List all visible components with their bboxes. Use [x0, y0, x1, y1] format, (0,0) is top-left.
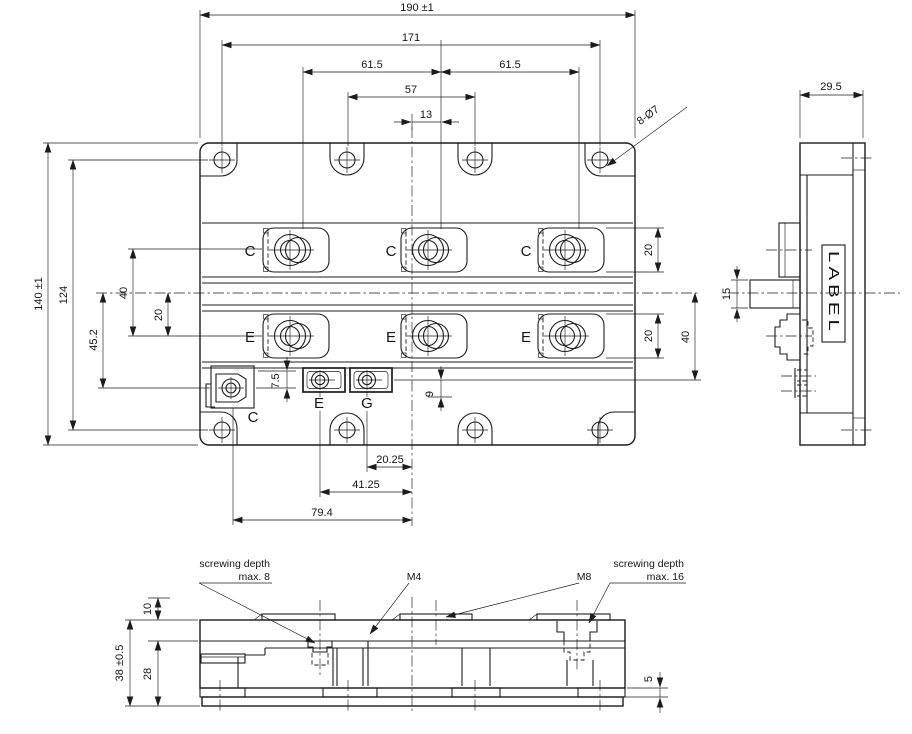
screw-depth-8-note-line2: max. 8 — [238, 571, 270, 583]
front-body — [199, 597, 626, 714]
dim-center-offset: 13 — [420, 109, 432, 121]
module-outline — [199, 142, 636, 446]
dim-terminal-pitch-right: 61.5 — [499, 59, 520, 71]
dim-terminal-clearance: 10 — [142, 603, 154, 615]
dim-hole-span-width: 171 — [402, 32, 420, 44]
dimensions-top: 190 ±1 171 61.5 61.5 57 13 8-Ø7 — [199, 2, 688, 167]
dim-total-width: 190 ±1 — [400, 2, 434, 14]
front-dimensions: 10 38 ±0.5 28 5 — [114, 597, 668, 713]
dim-g-from-center: 20.25 — [376, 454, 404, 466]
emitter-label: E — [245, 329, 255, 346]
hole-boss — [329, 143, 365, 176]
corner-tab-top-left — [200, 143, 238, 177]
extension-lines — [43, 10, 701, 525]
aux-emitter-terminal — [302, 367, 346, 393]
emitter-terminal-pad — [537, 313, 605, 359]
m4-note: M4 — [407, 571, 422, 583]
collector-label: C — [521, 243, 532, 260]
main-terminals: C C C E E E — [245, 227, 605, 359]
aux-gate-label: G — [361, 395, 373, 412]
side-terminals — [749, 222, 816, 398]
emitter-terminal-pad — [400, 313, 468, 359]
emitter-label: E — [386, 329, 396, 346]
dim-depth: 29.5 — [820, 81, 841, 93]
emitter-label: E — [521, 329, 531, 346]
front-callouts: screwing depth max. 8 M4 M8 screwing dep… — [198, 558, 686, 644]
m8-note: M8 — [577, 571, 592, 583]
screw-depth-8-note-line1: screwing depth — [199, 558, 270, 570]
screw-depth-16-note-line1: screwing depth — [613, 558, 684, 570]
corner-tab-top-right — [584, 143, 635, 177]
dimensions-left: 140 ±1 124 45.2 40 20 — [33, 142, 172, 446]
dim-terminal-pitch-left: 61.5 — [361, 59, 382, 71]
collector-terminal-pad — [262, 227, 330, 273]
dim-e-offset: 20 — [153, 309, 165, 321]
dim-mid-hole-span: 57 — [405, 84, 417, 96]
screw-depth-16-note-line2: max. 16 — [647, 571, 685, 583]
dimensions-bottom: 20.25 41.25 79.4 — [232, 454, 413, 524]
collector-label: C — [245, 243, 256, 260]
aux-gate-terminal — [349, 367, 393, 393]
hole-boss — [457, 143, 493, 176]
side-dimensions: 29.5 15 — [721, 81, 864, 322]
corner-tab-bottom-right — [597, 411, 635, 445]
collector-label: C — [386, 243, 397, 260]
mounting-hole — [208, 146, 236, 174]
mounting-hole — [333, 146, 361, 174]
dim-aux-c-drop: 7.5 — [270, 373, 282, 388]
mounting-hole — [586, 146, 614, 174]
aux-collector-label: C — [248, 409, 259, 426]
dim-terminal-height: 15 — [721, 288, 733, 300]
dim-c-pad-height: 20 — [643, 244, 655, 256]
dimensions-right: 20 20 40 9 7.5 — [270, 227, 699, 411]
side-label-plate: LABEL — [821, 244, 846, 343]
dim-e-from-center: 41.25 — [352, 479, 380, 491]
dim-hole-span-height: 124 — [58, 286, 70, 304]
mounting-hole — [586, 416, 614, 444]
collector-terminal-pad — [400, 227, 468, 273]
aux-terminals: C E G — [205, 365, 393, 426]
side-view: LABEL 29.5 15 — [721, 81, 900, 446]
dim-hole-callout: 8-Ø7 — [635, 104, 662, 128]
dim-e-pad-height: 20 — [643, 330, 655, 342]
corner-tab-bottom-left — [200, 411, 238, 445]
dim-front-total-height: 38 ±0.5 — [114, 645, 126, 682]
dim-aux-row-drop: 9 — [424, 391, 436, 397]
dim-aux-row-offset: 40 — [680, 331, 692, 343]
aux-emitter-label: E — [314, 395, 324, 412]
collector-terminal-pad — [537, 227, 605, 273]
emitter-terminal-pad — [262, 313, 330, 359]
dim-aux-c-offset: 45.2 — [88, 329, 100, 350]
dim-foot-height: 5 — [643, 676, 655, 682]
dim-base-height: 28 — [142, 668, 154, 680]
front-view: screwing depth max. 8 M4 M8 screwing dep… — [114, 558, 686, 714]
dim-c-from-center: 79.4 — [311, 507, 332, 519]
mounting-hole — [333, 416, 361, 444]
dim-ce-pitch: 40 — [118, 287, 130, 299]
mounting-hole — [208, 416, 236, 444]
dim-total-height: 140 ±1 — [33, 277, 45, 311]
mounting-hole — [461, 416, 489, 444]
mounting-hole — [461, 146, 489, 174]
mounting-holes — [208, 146, 614, 444]
aux-collector-terminal — [205, 365, 255, 409]
hole-boss — [457, 412, 493, 445]
top-view: C C C E E E C E G — [33, 2, 701, 526]
hole-boss — [329, 412, 365, 445]
